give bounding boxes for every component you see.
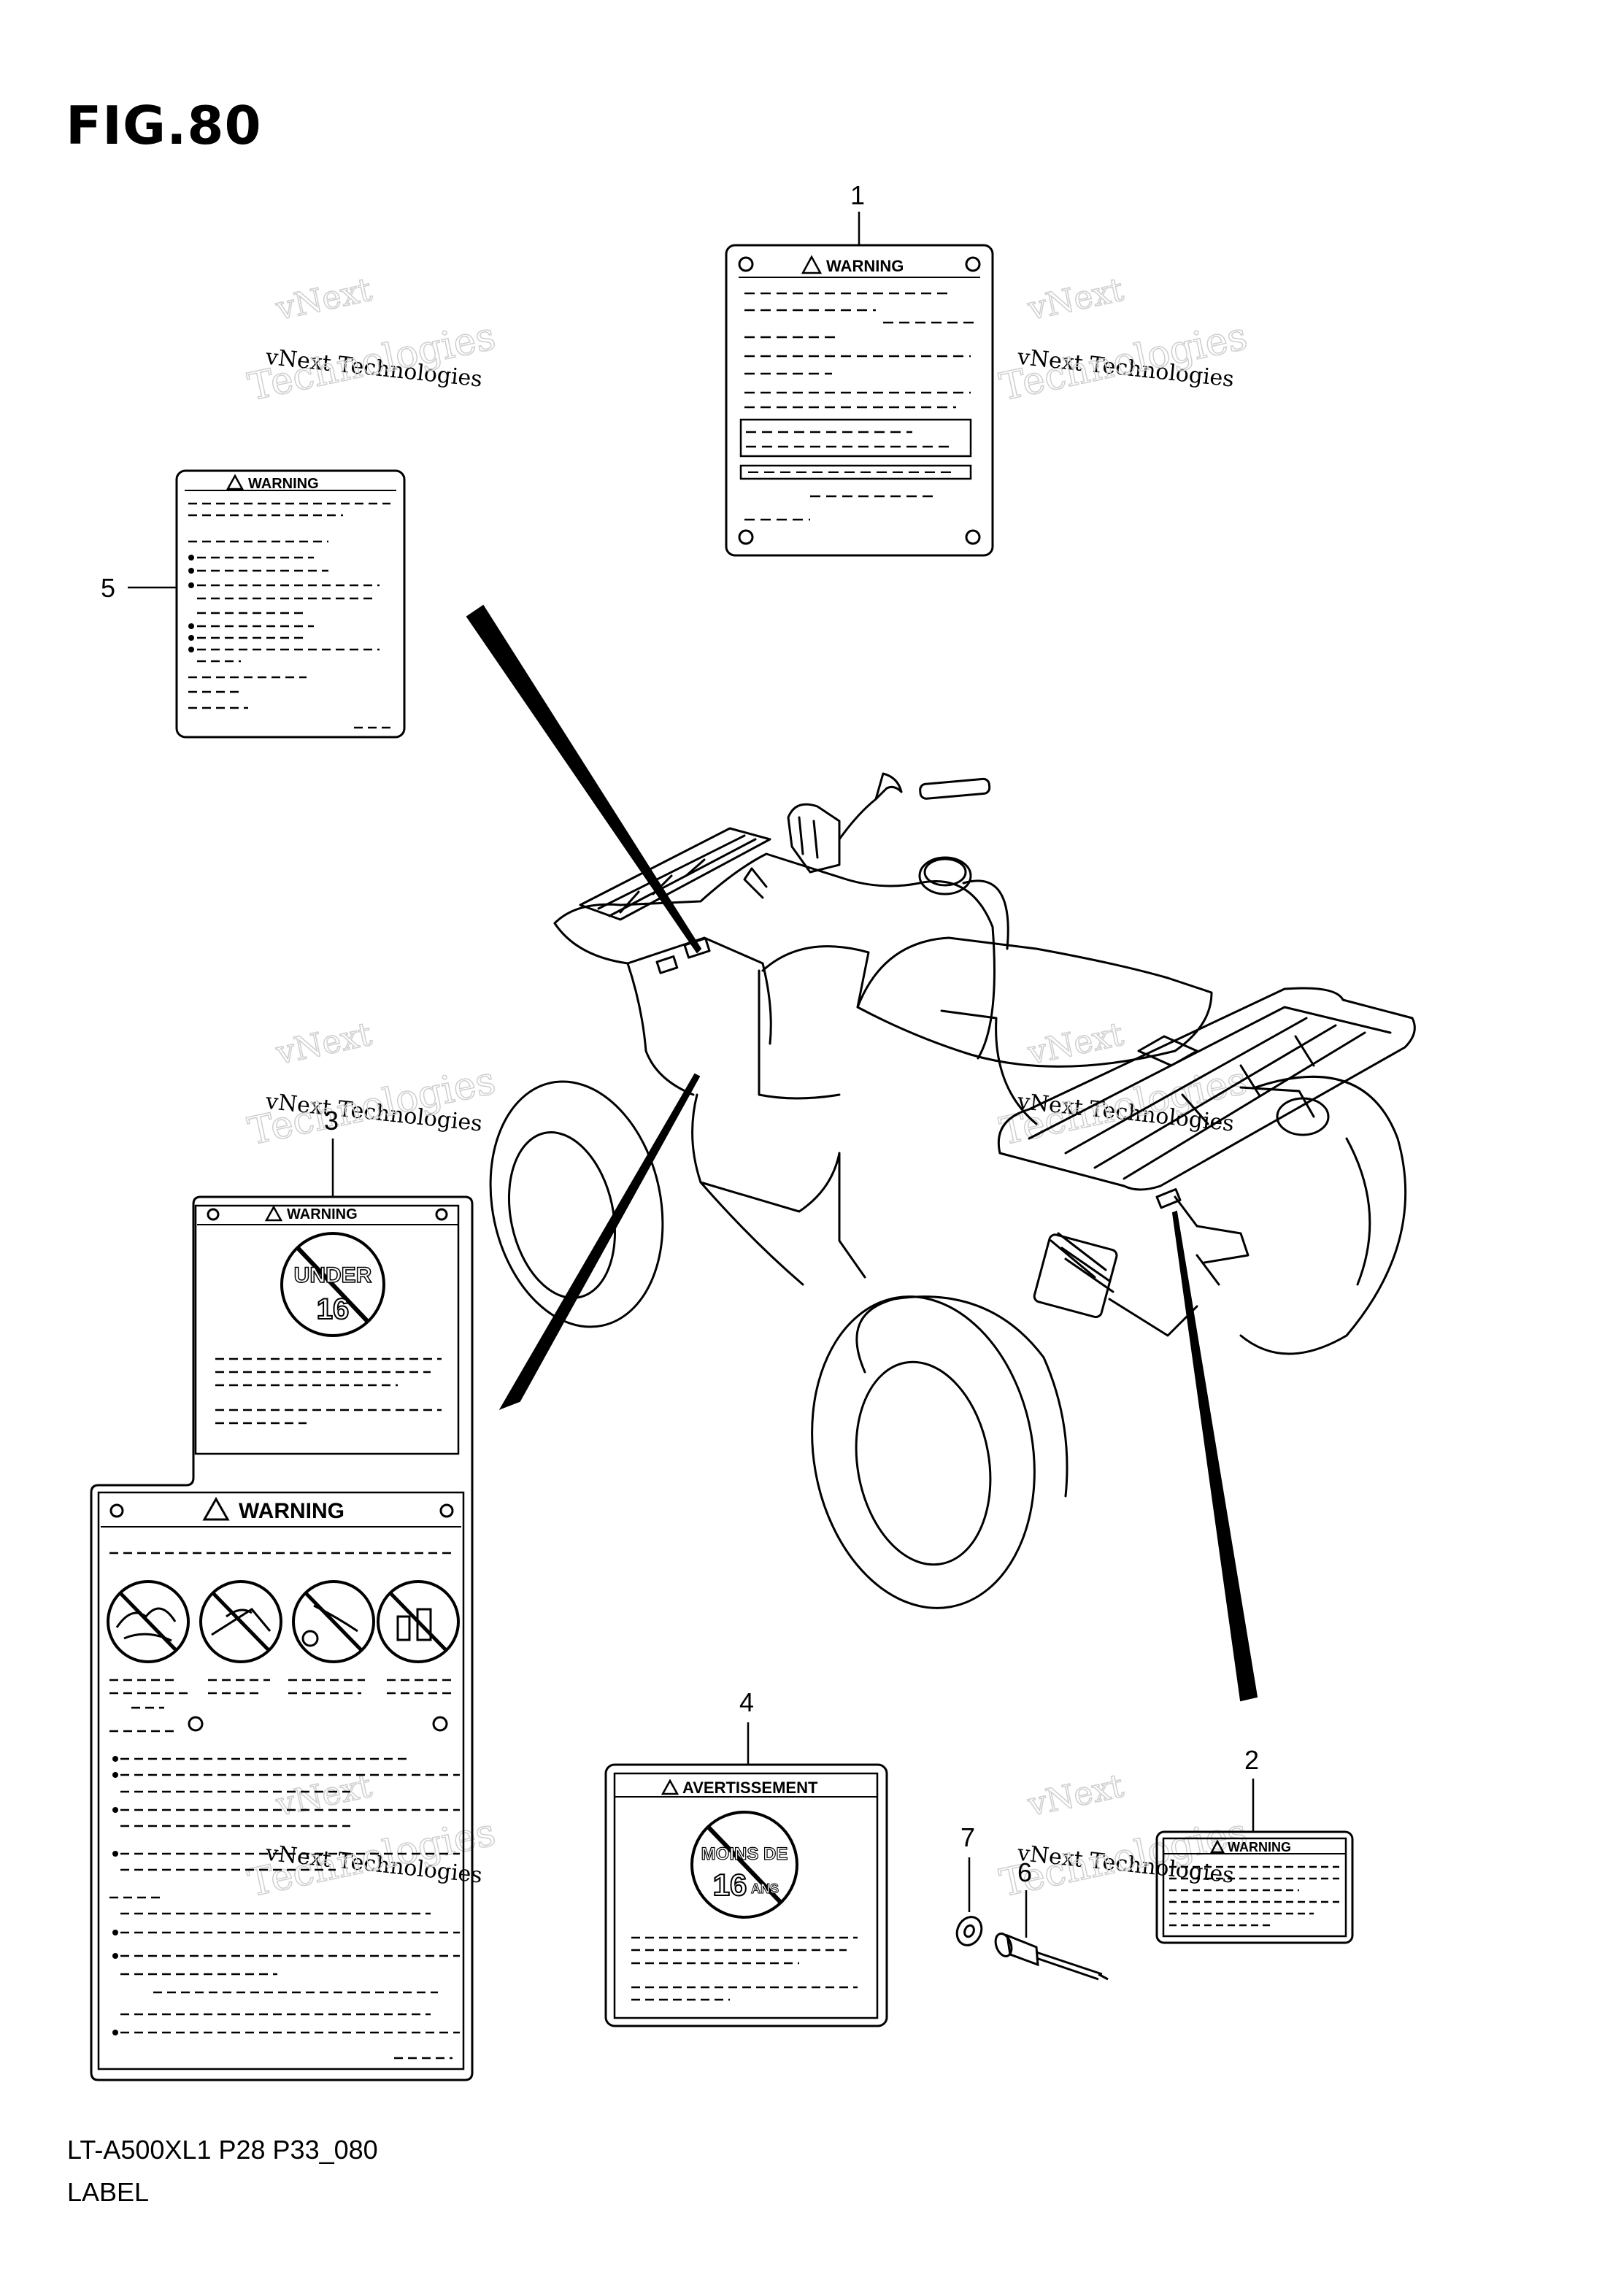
figure-code: LT-A500XL1 P28 P33_080 <box>67 2135 378 2165</box>
watermark-line-3: Technologies <box>245 1059 499 1154</box>
leader-wedge-label-5 <box>466 604 702 954</box>
watermark-line-3: Technologies <box>996 315 1251 409</box>
front-rack <box>579 827 771 921</box>
label-3-warning-sticker: WARNING UNDER 16 WARNING <box>90 1195 474 2081</box>
moins-de-text: MOINS DE <box>701 1844 788 1864</box>
no-stunts-icon <box>292 1580 375 1663</box>
under-16-prohibition-icon: UNDER 16 <box>280 1232 385 1337</box>
watermark-line-3: Technologies <box>245 315 499 409</box>
watermark-line-1: vNext <box>1024 271 1127 328</box>
washer-part-7 <box>955 1916 983 1946</box>
warning-triangle-icon <box>661 1779 679 1795</box>
label-3-warning-text-bottom: WARNING <box>239 1499 344 1523</box>
watermark-group: vNext vNext Technologies Technologies vN… <box>244 271 1252 1906</box>
callout-6-number: 6 <box>1017 1857 1032 1887</box>
callout-3-number: 3 <box>324 1106 339 1136</box>
label-2-warning-text: WARNING <box>1228 1840 1291 1854</box>
label-1-warning-sticker: WARNING <box>725 244 994 557</box>
warning-triangle-icon <box>801 255 823 274</box>
warning-triangle-icon <box>226 474 245 490</box>
atv-illustration <box>489 772 1416 1609</box>
rear-shock <box>1033 1232 1118 1319</box>
age-16-text: 16 <box>317 1293 350 1325</box>
watermark-4: vNext vNext Technologies Technologies <box>996 1015 1252 1155</box>
rivet-part-6 <box>994 1933 1109 1981</box>
warning-triangle-icon <box>202 1496 230 1521</box>
watermark-6: vNext vNext Technologies Technologies <box>996 1767 1252 1906</box>
callout-7-number: 7 <box>960 1822 975 1852</box>
no-alcohol-icon <box>377 1580 460 1663</box>
watermark-5: vNext vNext Technologies Technologies <box>244 1767 500 1906</box>
watermark-line-1: vNext <box>272 1016 375 1073</box>
under-text: UNDER <box>294 1263 372 1287</box>
callouts: 1 5 3 4 2 7 6 <box>101 180 1259 1938</box>
watermark-line-3: Technologies <box>996 1811 1251 1906</box>
prohibition-icons-row <box>107 1580 460 1663</box>
leader-wedge-label-2 <box>1171 1210 1258 1702</box>
age-16-text: 16 <box>713 1868 747 1902</box>
callout-4-number: 4 <box>739 1687 754 1717</box>
label-2-warning-sticker: WARNING <box>1155 1830 1354 1944</box>
ans-text: ANS <box>751 1881 779 1896</box>
figure-title: FIG.80 <box>66 95 262 156</box>
label-4-avertissement-text: AVERTISSEMENT <box>682 1779 818 1797</box>
warning-triangle-icon <box>264 1205 283 1222</box>
no-passenger-icon <box>107 1580 190 1663</box>
callout-2-number: 2 <box>1244 1745 1259 1775</box>
callout-5-number: 5 <box>101 573 115 603</box>
label-5-warning-sticker: WARNING <box>175 469 406 739</box>
leader-lines <box>466 604 1258 1702</box>
watermark-line-3: Technologies <box>245 1811 499 1906</box>
label-5-warning-text: WARNING <box>248 476 319 492</box>
label-3-warning-text-top: WARNING <box>287 1206 358 1222</box>
leader-wedge-label-3 <box>498 1073 701 1410</box>
watermark-line-1: vNext <box>272 271 375 328</box>
label-4-avertissement-sticker: AVERTISSEMENT MOINS DE 16 ANS <box>604 1763 888 2027</box>
watermark-3: vNext vNext Technologies Technologies <box>244 1015 500 1155</box>
rear-rack <box>997 987 1416 1191</box>
no-paved-roads-icon <box>199 1580 282 1663</box>
callout-1-number: 1 <box>850 180 865 210</box>
watermark-2: vNext vNext Technologies Technologies <box>996 271 1252 410</box>
moins-de-16-prohibition-icon: MOINS DE 16 ANS <box>690 1811 798 1919</box>
label-1-warning-text: WARNING <box>826 257 904 275</box>
figure-name: LABEL <box>67 2177 150 2207</box>
warning-triangle-icon <box>1209 1839 1225 1854</box>
watermark-1: vNext vNext Technologies Technologies <box>244 271 500 410</box>
watermark-line-1: vNext <box>1024 1768 1127 1825</box>
